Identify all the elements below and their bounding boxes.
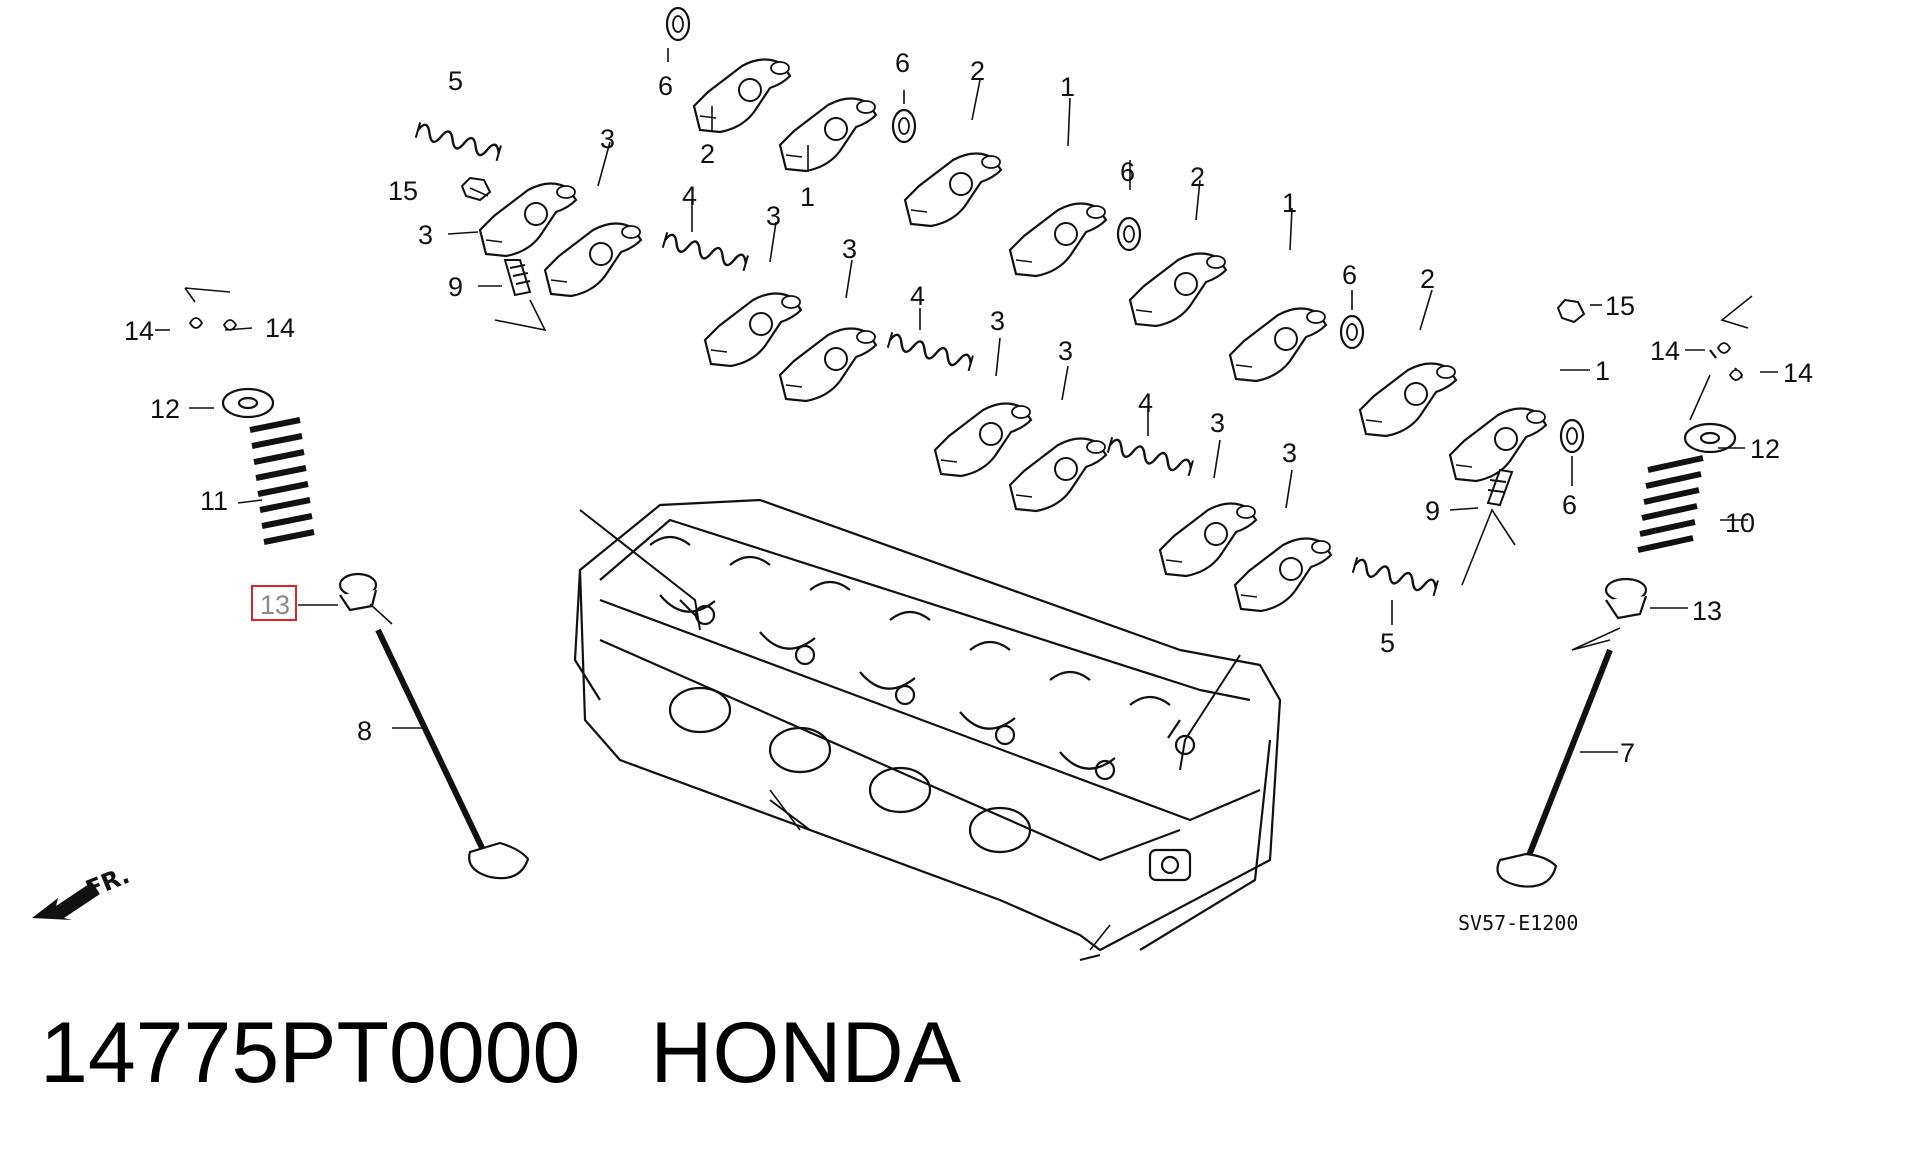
callout-5a: 5	[448, 66, 463, 96]
callout-3a: 3	[418, 220, 433, 250]
callout-4b: 4	[910, 281, 925, 311]
parts-diagram: FR. SV57-E1200 6 2 1 6 2 1 6 2 1 6 2 5 1…	[32, 6, 1813, 961]
callout-3h: 3	[1282, 438, 1297, 468]
callout-6d: 6	[1342, 260, 1357, 290]
callout-4c: 4	[1138, 388, 1153, 418]
callout-4a: 4	[682, 181, 697, 211]
callout-3e: 3	[990, 306, 1005, 336]
adjust-bolts	[460, 176, 1586, 507]
highlight-box	[251, 585, 297, 621]
brand-name: HONDA	[650, 1005, 961, 1101]
callout-6b: 6	[895, 48, 910, 78]
callout-15b: 15	[1605, 291, 1635, 321]
callout-14b: 14	[265, 313, 295, 343]
leader-lines	[155, 48, 1778, 951]
callout-15a: 15	[388, 176, 418, 206]
callout-2a: 2	[700, 139, 715, 169]
valve-keepers	[188, 317, 1744, 381]
cam-journals-lower	[659, 594, 1116, 770]
front-direction-marker: FR.	[32, 861, 133, 920]
callout-13b: 13	[1692, 596, 1722, 626]
callout-8: 8	[357, 716, 372, 746]
exhaust-valve-assembly	[1496, 349, 1743, 888]
callout-1b: 1	[1060, 72, 1075, 102]
callout-9a: 9	[448, 272, 463, 302]
callout-6e: 6	[1562, 490, 1577, 520]
callout-9b: 9	[1425, 496, 1440, 526]
callout-3c: 3	[766, 201, 781, 231]
callout-1a: 1	[800, 182, 815, 212]
callout-13a: 13	[260, 590, 290, 620]
diagram-code: SV57-E1200	[1458, 911, 1578, 935]
callout-3b: 3	[600, 124, 615, 154]
intake-valve-assembly	[221, 387, 530, 880]
callout-11: 11	[200, 486, 228, 516]
callout-7: 7	[1620, 738, 1635, 768]
dowel-pins	[579, 509, 1241, 961]
callout-6a: 6	[658, 71, 673, 101]
callout-14c: 14	[1650, 336, 1680, 366]
callout-5b: 5	[1380, 628, 1395, 658]
callout-2c: 2	[1190, 162, 1205, 192]
callout-10: 10	[1725, 508, 1755, 538]
callout-2b: 2	[970, 56, 985, 86]
callout-3d: 3	[842, 234, 857, 264]
cylinder-head	[573, 498, 1282, 952]
callout-1c: 1	[1282, 188, 1297, 218]
callout-1d: 1	[1595, 356, 1610, 386]
cam-journals-upper	[649, 535, 1171, 706]
rocker-arms	[478, 58, 1548, 613]
front-label: FR.	[82, 861, 134, 904]
callout-3f: 3	[1058, 336, 1073, 366]
callout-14d: 14	[1783, 358, 1813, 388]
callout-12a: 12	[150, 394, 180, 424]
part-number: 14775PT0000	[40, 1005, 581, 1101]
callout-6c: 6	[1120, 157, 1135, 187]
callout-3g: 3	[1210, 408, 1225, 438]
callout-labels: 6 2 1 6 2 1 6 2 1 6 2 5 15 3 3 9 4 3 3 4…	[124, 48, 1813, 768]
ports	[668, 686, 1032, 854]
callout-2d: 2	[1420, 264, 1435, 294]
callout-14a: 14	[124, 316, 154, 346]
callout-12b: 12	[1750, 434, 1780, 464]
front-arrow-icon	[32, 882, 100, 920]
